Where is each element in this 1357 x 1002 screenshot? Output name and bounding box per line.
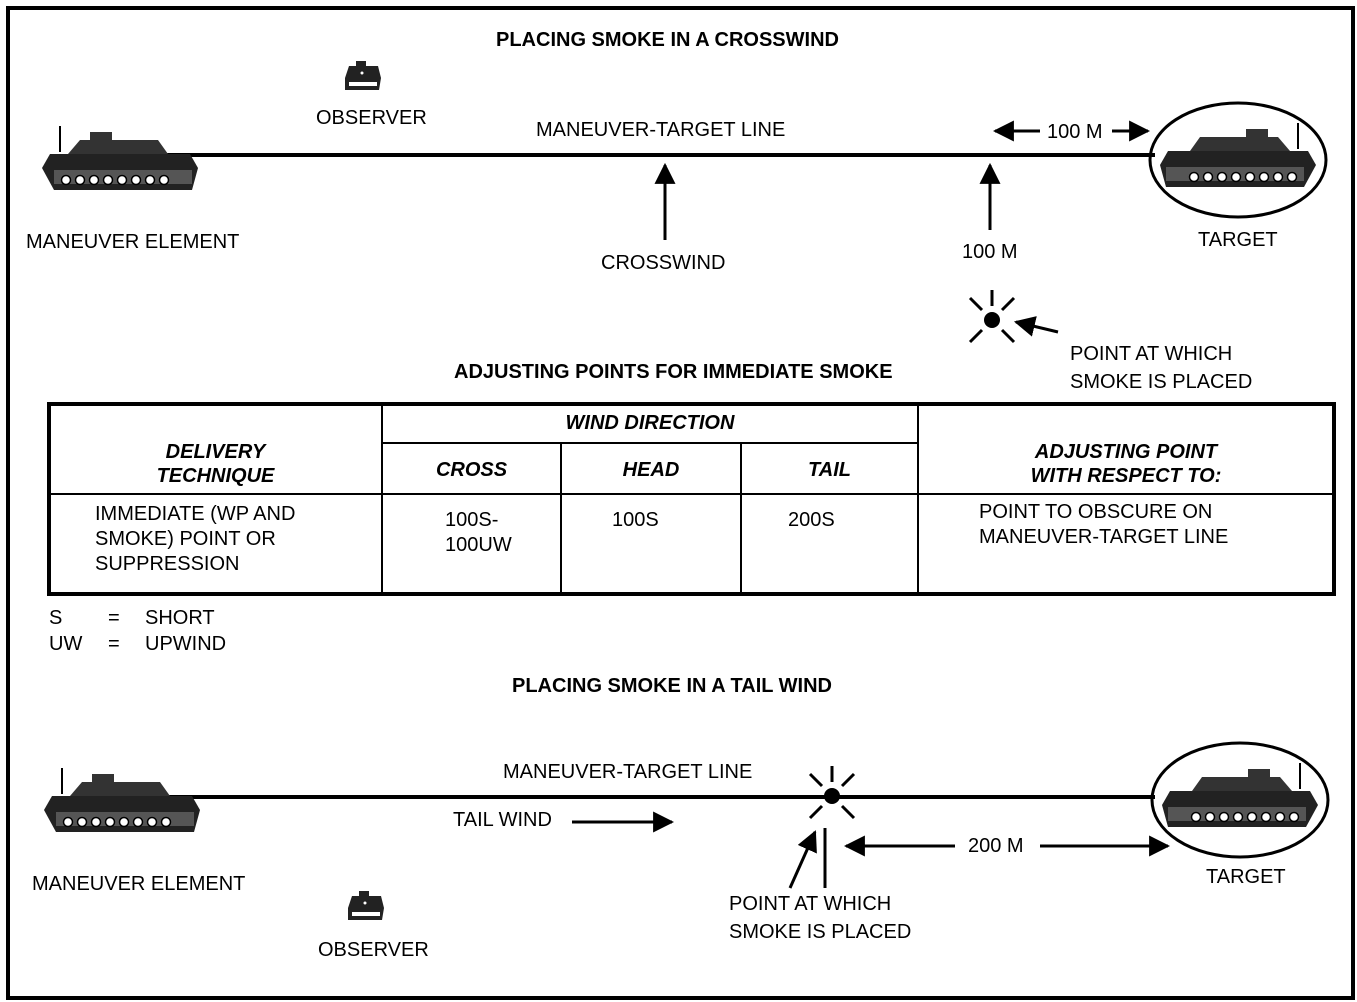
observer-apc-icon (345, 61, 381, 90)
table-title: ADJUSTING POINTS FOR IMMEDIATE SMOKE (454, 362, 893, 382)
target-label: TARGET (1198, 230, 1278, 250)
tail-wind-label: TAIL WIND (453, 810, 552, 830)
smoke-burst-icon-top (970, 290, 1014, 342)
header-delivery-line2: TECHNIQUE (49, 464, 382, 488)
legend-abbr-s: S (49, 608, 62, 628)
maneuver-label-bottom: MANEUVER ELEMENT (32, 874, 245, 894)
header-adjusting-line1: ADJUSTING POINT (918, 440, 1334, 464)
distance-label-top: 100 M (1047, 122, 1103, 142)
legend-eq-uw: = (108, 634, 120, 654)
cell-cross-line2: 100UW (445, 533, 512, 558)
legend-meaning-s: SHORT (145, 608, 215, 628)
crosswind-label: CROSSWIND (601, 253, 725, 273)
cell-cross: 100S- 100UW (445, 508, 512, 558)
target-label-bottom: TARGET (1206, 867, 1286, 887)
legend-abbr-uw: UW (49, 634, 82, 654)
observer-label: OBSERVER (316, 108, 427, 128)
point-label-bottom-line1: POINT AT WHICH (729, 894, 891, 914)
observer-apc-icon-bottom (348, 891, 384, 920)
cell-tail: 200S (788, 508, 835, 533)
cell-delivery-line1: IMMEDIATE (WP AND (95, 502, 295, 527)
header-wind-direction: WIND DIRECTION (382, 411, 918, 435)
cell-adjusting: POINT TO OBSCURE ON MANEUVER-TARGET LINE (979, 500, 1228, 550)
observer-label-bottom: OBSERVER (318, 940, 429, 960)
legend-meaning-uw: UPWIND (145, 634, 226, 654)
maneuver-tank-icon (42, 126, 198, 190)
cell-head: 100S (612, 508, 659, 533)
point-arrow-bottom (790, 832, 815, 888)
point-arrow-top (1016, 322, 1058, 332)
header-head: HEAD (561, 458, 741, 482)
maneuver-label: MANEUVER ELEMENT (26, 232, 239, 252)
header-adjusting: ADJUSTING POINT WITH RESPECT TO: (918, 440, 1334, 488)
smoke-burst-icon-bottom (810, 766, 854, 818)
point-label-bottom-line2: SMOKE IS PLACED (729, 922, 911, 942)
header-cross: CROSS (382, 458, 561, 482)
bottom-title: PLACING SMOKE IN A TAIL WIND (512, 676, 832, 696)
distance-label-bottom: 200 M (968, 836, 1024, 856)
distance-label-side: 100 M (962, 242, 1018, 262)
cell-delivery: IMMEDIATE (WP AND SMOKE) POINT OR SUPPRE… (95, 502, 295, 577)
cell-adjusting-line2: MANEUVER-TARGET LINE (979, 525, 1228, 550)
maneuver-tank-icon-bottom (44, 768, 200, 832)
line-label-bottom: MANEUVER-TARGET LINE (503, 762, 752, 782)
header-delivery: DELIVERY TECHNIQUE (49, 440, 382, 488)
legend-eq-s: = (108, 608, 120, 628)
point-label-line2: SMOKE IS PLACED (1070, 372, 1252, 392)
header-tail: TAIL (741, 458, 918, 482)
target-tank-icon-bottom (1162, 763, 1318, 827)
cell-adjusting-line1: POINT TO OBSCURE ON (979, 500, 1228, 525)
cell-cross-line1: 100S- (445, 508, 512, 533)
cell-delivery-line3: SUPPRESSION (95, 552, 295, 577)
line-label-top: MANEUVER-TARGET LINE (536, 120, 785, 140)
point-label-line1: POINT AT WHICH (1070, 344, 1232, 364)
header-delivery-line1: DELIVERY (49, 440, 382, 464)
cell-delivery-line2: SMOKE) POINT OR (95, 527, 295, 552)
target-tank-icon (1160, 123, 1316, 187)
header-adjusting-line2: WITH RESPECT TO: (918, 464, 1334, 488)
top-title: PLACING SMOKE IN A CROSSWIND (496, 30, 839, 50)
